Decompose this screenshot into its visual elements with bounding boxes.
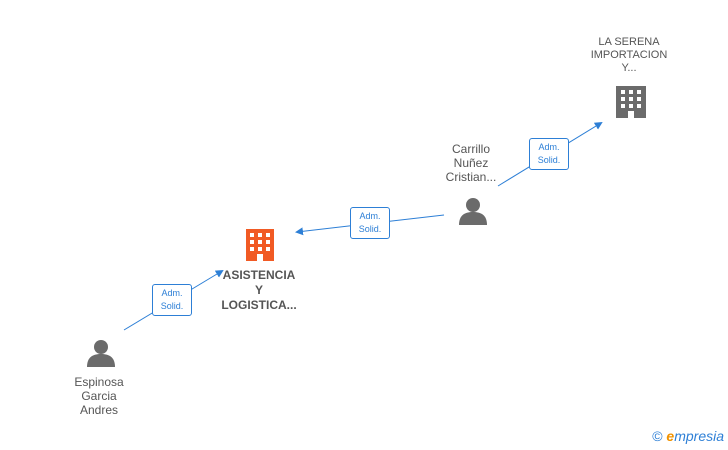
empresia-watermark: © empresia — [652, 428, 724, 444]
person-icon[interactable] — [87, 340, 115, 367]
building-icon[interactable] — [616, 86, 646, 118]
building-icon[interactable] — [246, 229, 274, 261]
role-badge-espinosa-asistencia[interactable]: Adm. Solid. — [152, 284, 192, 316]
copyright-symbol: © — [652, 428, 663, 444]
node-label-asistencia[interactable]: ASISTENCIA Y LOGISTICA... — [221, 268, 297, 312]
role-badge-carrillo-asistencia[interactable]: Adm. Solid. — [350, 207, 390, 239]
role-badge-carrillo-la-serena[interactable]: Adm. Solid. — [529, 138, 569, 170]
node-label-espinosa[interactable]: Espinosa Garcia Andres — [74, 375, 124, 417]
node-label-la-serena[interactable]: LA SERENA IMPORTACION Y... — [590, 36, 668, 74]
brand-logo-text: mpresia — [674, 428, 724, 444]
person-icon[interactable] — [459, 198, 487, 225]
node-label-carrillo[interactable]: Carrillo Nuñez Cristian... — [445, 142, 497, 184]
brand-logo-initial: e — [666, 428, 675, 444]
